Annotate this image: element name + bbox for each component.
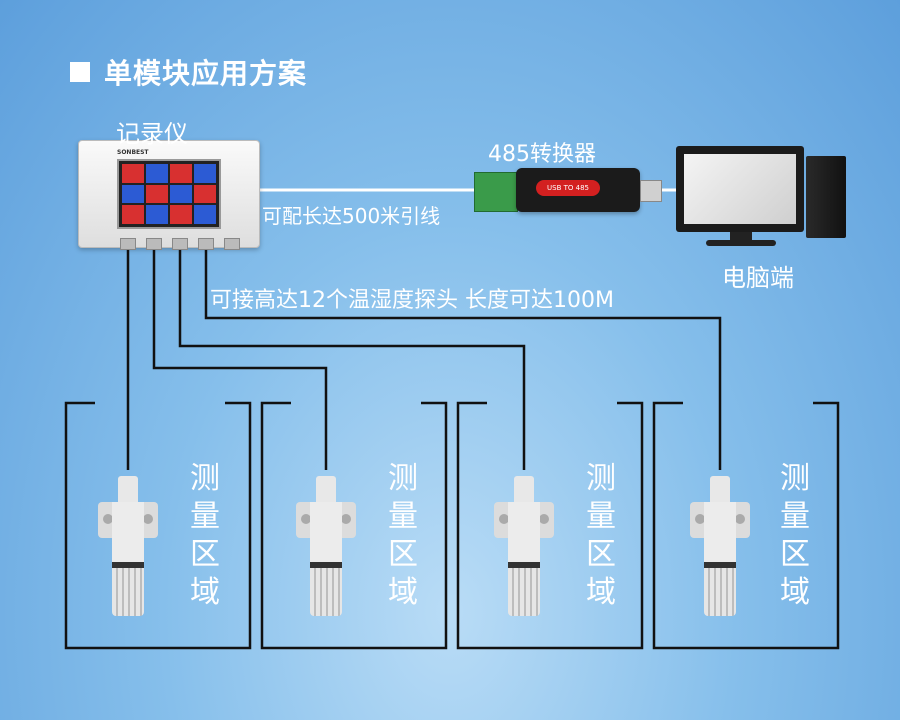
zone-outline-2 bbox=[260, 401, 448, 650]
temp-humidity-probe bbox=[494, 476, 554, 636]
converter-label: USB TO 485 bbox=[536, 180, 600, 196]
pc-tower-icon bbox=[806, 156, 846, 238]
zone-outline-1 bbox=[64, 401, 252, 650]
zone-label-4: 测量区域 bbox=[780, 461, 810, 610]
zone-label-3: 测量区域 bbox=[586, 461, 616, 610]
usb-plug-icon bbox=[640, 180, 662, 202]
monitor-base bbox=[706, 240, 776, 246]
temp-humidity-probe bbox=[98, 476, 158, 636]
zone-label-2: 测量区域 bbox=[388, 461, 418, 610]
monitor-icon bbox=[676, 146, 804, 232]
recorder-port bbox=[172, 238, 188, 250]
title-text: 单模块应用方案 bbox=[104, 57, 308, 90]
zone-label-1: 测量区域 bbox=[190, 461, 220, 610]
recorder-port bbox=[224, 238, 240, 250]
recorder-brand: SONBEST bbox=[117, 149, 149, 156]
converter-label-text: 485转换器 bbox=[488, 142, 596, 167]
page-title: 单模块应用方案 bbox=[70, 52, 307, 92]
monitor-stand bbox=[730, 232, 752, 242]
recorder-label: 记录仪 bbox=[116, 120, 188, 148]
recorder-screen bbox=[117, 159, 221, 229]
recorder-port bbox=[146, 238, 162, 250]
zone-outline-3 bbox=[456, 401, 644, 650]
recorder-port bbox=[198, 238, 214, 250]
pc-label: 电脑端 bbox=[722, 264, 794, 292]
probe-cable-3 bbox=[178, 246, 526, 470]
probe-note: 可接高达12个温湿度探头 长度可达100M bbox=[210, 288, 614, 313]
temp-humidity-probe bbox=[296, 476, 356, 636]
probe-cable-2 bbox=[152, 246, 328, 470]
data-recorder: SONBEST bbox=[78, 140, 260, 248]
probe-cable-4 bbox=[204, 246, 722, 470]
temp-humidity-probe bbox=[690, 476, 750, 636]
terminal-block bbox=[474, 172, 518, 212]
usb-485-converter: USB TO 485 bbox=[516, 168, 640, 212]
zone-outline-4 bbox=[652, 401, 840, 650]
title-bullet-icon bbox=[70, 62, 90, 82]
recorder-port bbox=[120, 238, 136, 250]
cable-note: 可配长达500米引线 bbox=[262, 204, 441, 228]
